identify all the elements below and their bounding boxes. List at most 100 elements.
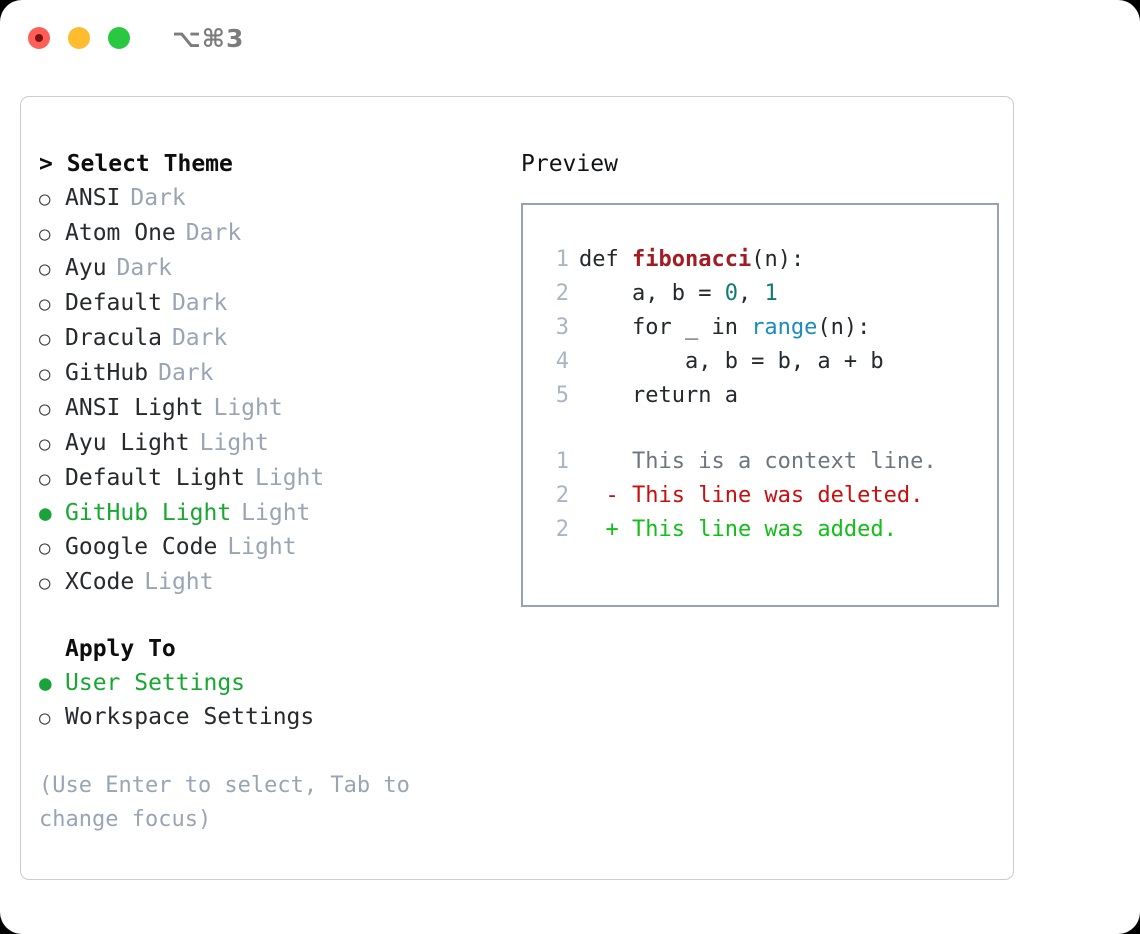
radio-unselected-icon[interactable]: ○ [39, 537, 51, 559]
diff-sign: - [579, 483, 632, 508]
traffic-light-buttons [28, 27, 130, 49]
diff-line: 2 + This line was added. [541, 513, 997, 547]
code-token: return a [579, 383, 738, 408]
theme-name: GitHub Light [65, 500, 232, 526]
line-number: 2 [555, 517, 569, 542]
diff-sample: 1 This is a context line.2 - This line w… [541, 445, 997, 547]
theme-name: XCode [65, 569, 135, 595]
theme-name: ANSI Light [65, 395, 204, 421]
theme-variant-badge: Dark [130, 185, 186, 211]
radio-unselected-icon[interactable]: ○ [39, 363, 51, 385]
close-button[interactable] [28, 27, 50, 49]
line-number: 5 [555, 383, 569, 408]
preview-heading: Preview [521, 151, 618, 177]
radio-unselected-icon[interactable]: ○ [39, 398, 51, 420]
theme-name: Ayu Light [65, 430, 190, 456]
diff-sign [579, 445, 632, 479]
line-number: 3 [555, 315, 569, 340]
apply-to-label: User Settings [65, 670, 246, 696]
theme-name: Google Code [65, 534, 218, 560]
code-line: 4 a, b = b, a + b [541, 345, 997, 379]
code-line: 2 a, b = 0, 1 [541, 277, 997, 311]
code-line: 5 return a [541, 379, 997, 413]
theme-name: Ayu [65, 255, 107, 281]
theme-list-item[interactable]: ○ Atom One Dark [39, 216, 501, 251]
radio-selected-icon[interactable]: ● [39, 671, 52, 695]
radio-unselected-icon[interactable]: ○ [39, 328, 51, 350]
select-theme-heading: > Select Theme [39, 151, 233, 177]
theme-list-item[interactable]: ○ Google Code Light [39, 530, 501, 565]
radio-unselected-icon[interactable]: ○ [39, 223, 51, 245]
radio-unselected-icon[interactable]: ○ [39, 433, 51, 455]
diff-text: This line was added. [631, 517, 897, 542]
theme-variant-badge: Light [213, 395, 283, 421]
theme-variant-badge: Light [227, 534, 297, 560]
keyboard-hint-text: (Use Enter to select, Tab to change focu… [39, 773, 410, 832]
code-token: range [751, 315, 818, 340]
theme-name: Dracula [65, 325, 162, 351]
theme-name: Atom One [65, 220, 176, 246]
apply-to-heading: Apply To [65, 636, 176, 662]
theme-list-item[interactable]: ○ ANSI Light Light [39, 391, 501, 426]
theme-list-item[interactable]: ○ ANSI Dark [39, 181, 501, 216]
code-token: fibonacci [631, 247, 752, 272]
zoom-button[interactable] [108, 27, 130, 49]
code-diff-gap [541, 413, 997, 445]
radio-unselected-icon[interactable]: ○ [39, 188, 51, 210]
code-line: 3 for _ in range(n): [541, 311, 997, 345]
diff-line: 1 This is a context line. [541, 445, 997, 479]
theme-list-item[interactable]: ○ Dracula Dark [39, 321, 501, 356]
theme-list-item[interactable]: ○ Ayu Light Light [39, 426, 501, 461]
radio-unselected-icon[interactable]: ○ [39, 258, 51, 280]
theme-variant-badge: Light [199, 430, 269, 456]
theme-variant-badge: Dark [171, 325, 228, 351]
apply-to-item[interactable]: ● User Settings [39, 666, 501, 700]
window-shortcut-label: ⌥⌘3 [172, 23, 245, 53]
radio-unselected-icon[interactable]: ○ [39, 707, 51, 729]
radio-selected-icon[interactable]: ● [39, 501, 52, 525]
list-spacer [39, 600, 501, 632]
code-token: for _ in [579, 315, 752, 340]
radio-unselected-icon[interactable]: ○ [39, 572, 51, 594]
theme-name: Default [65, 290, 162, 316]
diff-line: 2 - This line was deleted. [541, 479, 997, 513]
radio-unselected-icon[interactable]: ○ [39, 293, 51, 315]
line-number: 4 [555, 349, 569, 374]
theme-variant-badge: Dark [116, 255, 172, 281]
code-token: (n): [751, 247, 805, 272]
title-bar: ⌥⌘3 [0, 0, 1140, 76]
diff-sign: + [579, 517, 632, 542]
code-token: a, b = [579, 281, 725, 306]
theme-list-item[interactable]: ○ XCode Light [39, 565, 501, 600]
theme-variant-badge: Dark [185, 220, 242, 246]
diff-text: This is a context line. [631, 449, 937, 474]
theme-name: Default Light [65, 465, 246, 491]
theme-list-item[interactable]: ○ Ayu Dark [39, 251, 501, 286]
line-number: 2 [555, 281, 569, 306]
code-token: def [579, 247, 632, 272]
code-token: 0 [724, 281, 738, 306]
code-line: 1 def fibonacci(n): [541, 243, 997, 277]
line-number: 1 [555, 449, 569, 474]
minimize-button[interactable] [68, 27, 90, 49]
apply-to-item[interactable]: ○Workspace Settings [39, 700, 501, 735]
radio-unselected-icon[interactable]: ○ [39, 468, 51, 490]
diff-text: This line was deleted. [631, 483, 924, 508]
apply-to-options: ● User Settings ○Workspace Settings [39, 666, 501, 735]
code-token: , [737, 281, 765, 306]
line-number: 1 [555, 247, 569, 272]
line-number: 2 [555, 483, 569, 508]
theme-variant-badge: Light [144, 569, 214, 595]
theme-name: ANSI [65, 185, 121, 211]
